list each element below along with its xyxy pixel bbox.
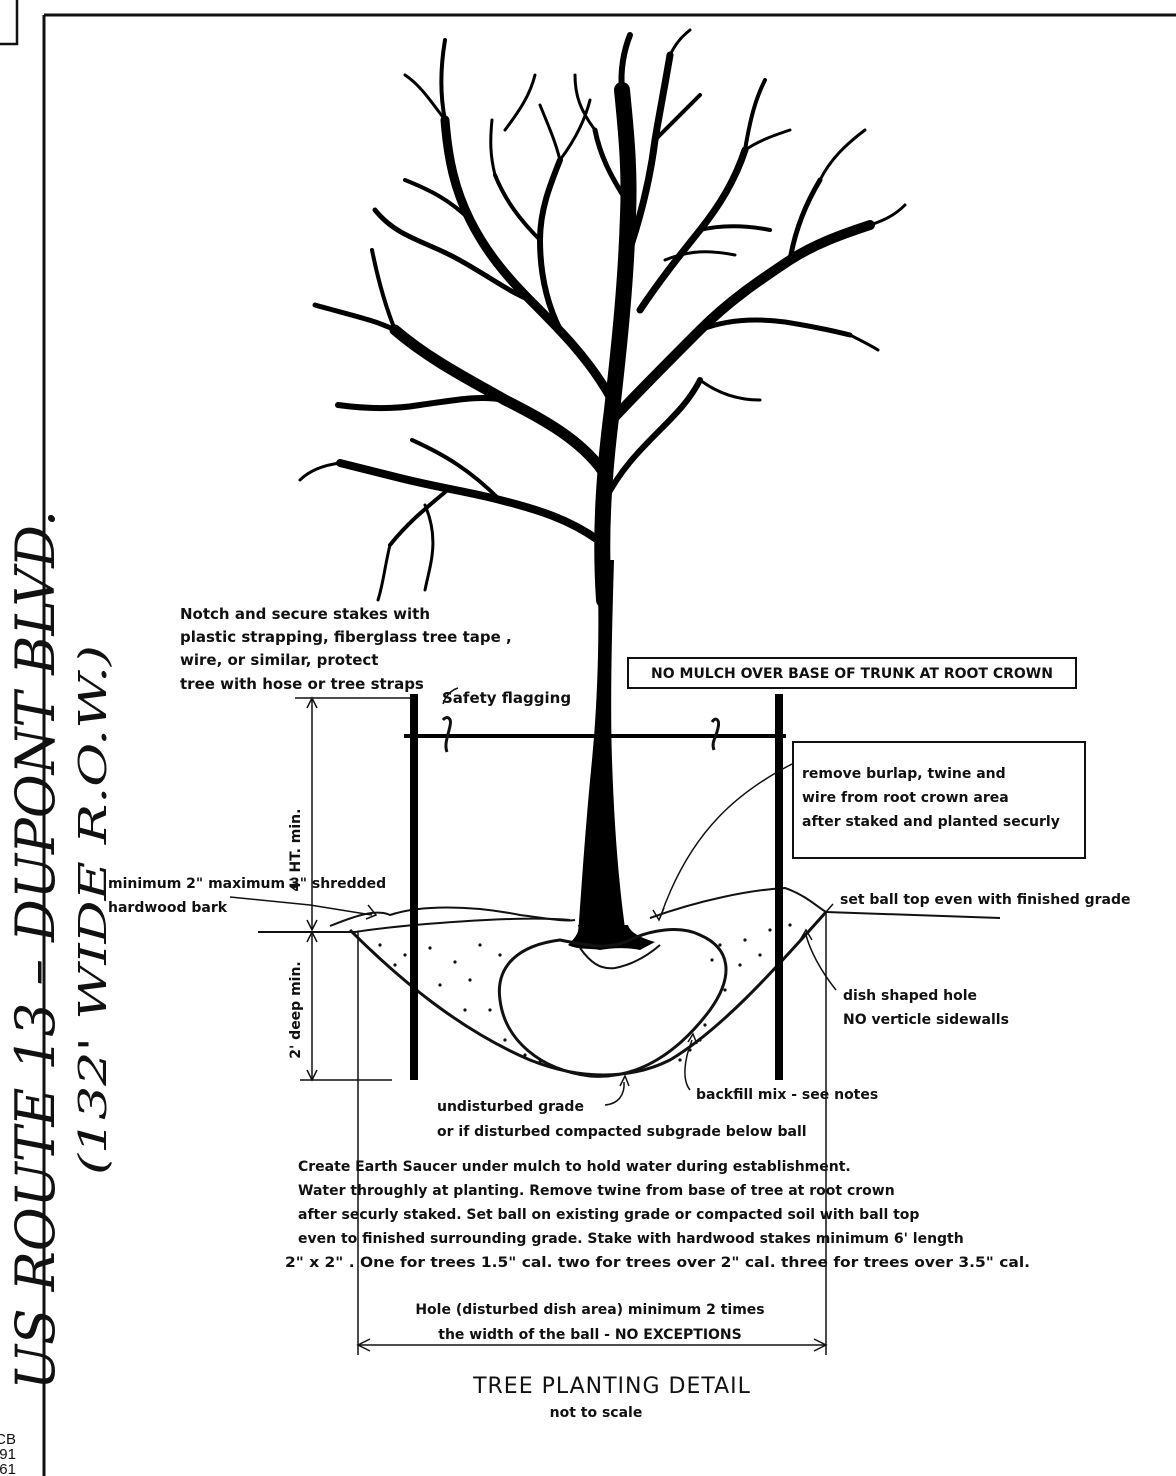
route-title-block: US ROUTE 13 – DUPONT BLVD. (132' WIDE R.… xyxy=(4,510,115,1390)
burlap-note-1: remove burlap, twine and xyxy=(802,766,1006,782)
tree-illustration xyxy=(298,28,907,608)
dimension-lines xyxy=(229,687,837,1355)
notch-note-2: plastic strapping, fiberglass tree tape … xyxy=(180,628,512,646)
undisturbed-note-1: undisturbed grade xyxy=(437,1099,584,1115)
drawing-id-3: 0.61 xyxy=(0,1461,16,1476)
right-stake xyxy=(775,694,783,1080)
cross-strap xyxy=(404,734,786,738)
detail-title: TREE PLANTING DETAIL xyxy=(472,1374,751,1399)
general-note-3: after securly staked. Set ball on existi… xyxy=(298,1207,919,1223)
safety-flag-left xyxy=(441,716,452,753)
general-note-4: even to finished surrounding grade. Stak… xyxy=(298,1231,964,1247)
general-note-1: Create Earth Saucer under mulch to hold … xyxy=(298,1159,851,1175)
height-dimension-label: 4' HT. min. xyxy=(288,809,304,892)
safety-flagging-label: Safety flagging xyxy=(442,689,571,707)
dish-note-1: dish shaped hole xyxy=(843,988,977,1004)
left-stake xyxy=(410,694,418,1080)
ball-top-note: set ball top even with finished grade xyxy=(840,892,1131,908)
burlap-note-2: wire from root crown area xyxy=(802,790,1009,806)
no-mulch-callout: NO MULCH OVER BASE OF TRUNK AT ROOT CROW… xyxy=(627,657,1077,689)
tree-stakes xyxy=(404,694,786,1080)
dish-note-2: NO verticle sidewalls xyxy=(843,1012,1009,1028)
backfill-note: backfill mix - see notes xyxy=(696,1087,878,1103)
burlap-callout: remove burlap, twine and wire from root … xyxy=(792,741,1086,859)
notch-note: Notch and secure stakes with plastic str… xyxy=(180,605,512,693)
detail-subtitle: not to scale xyxy=(550,1405,643,1421)
route-title: US ROUTE 13 – DUPONT BLVD. xyxy=(4,510,67,1390)
burlap-note-3: after staked and planted securly xyxy=(802,814,1060,830)
tree-trunk xyxy=(578,560,626,935)
general-note-5: 2" x 2" . One for trees 1.5" cal. two fo… xyxy=(285,1255,1030,1271)
notch-note-1: Notch and secure stakes with xyxy=(180,605,430,623)
depth-dimension-label: 2' deep min. xyxy=(288,961,304,1058)
notch-note-4: tree with hose or tree straps xyxy=(180,675,424,693)
general-notes: Create Earth Saucer under mulch to hold … xyxy=(285,1159,1030,1271)
general-note-2: Water throughly at planting. Remove twin… xyxy=(298,1183,895,1199)
notch-note-3: wire, or similar, protect xyxy=(180,651,378,669)
undisturbed-note-2: or if disturbed compacted subgrade below… xyxy=(437,1124,807,1140)
drawing-id-1: CB xyxy=(0,1431,16,1448)
mulch-note-2: hardwood bark xyxy=(108,900,228,916)
no-mulch-note: NO MULCH OVER BASE OF TRUNK AT ROOT CROW… xyxy=(651,666,1053,682)
planting-section xyxy=(258,886,1001,1078)
row-width-title: (132' WIDE R.O.W.) xyxy=(71,645,115,1175)
mulch-note-1: minimum 2" maximum 3" shredded xyxy=(108,876,386,892)
safety-flag-right xyxy=(710,717,720,751)
hole-note-2: the width of the ball - NO EXCEPTIONS xyxy=(438,1327,741,1343)
drawing-id-block: CB 2.91 0.61 xyxy=(0,1431,16,1476)
drawing-id-2: 2.91 xyxy=(0,1446,16,1463)
hole-note-1: Hole (disturbed dish area) minimum 2 tim… xyxy=(415,1302,764,1318)
